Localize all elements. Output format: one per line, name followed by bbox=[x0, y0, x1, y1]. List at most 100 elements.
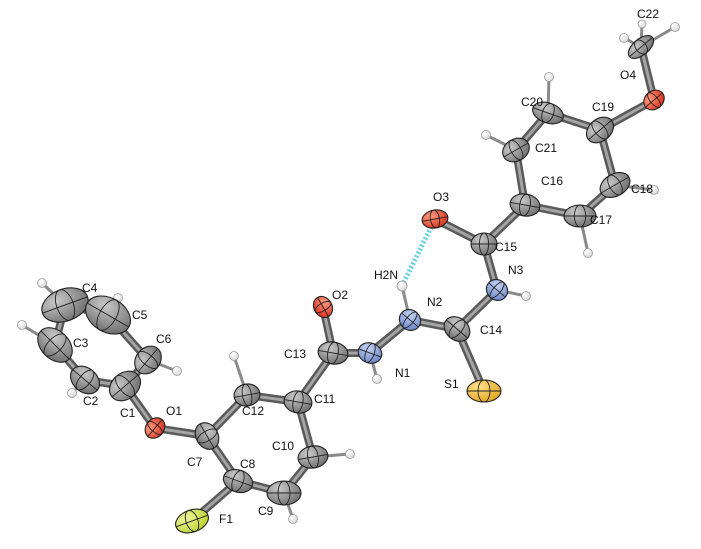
atom-label-c3: C3 bbox=[73, 336, 89, 350]
ellipsoid-ring-c19 bbox=[591, 120, 609, 140]
atom-label-n2: N2 bbox=[427, 295, 443, 309]
ellipsoid-axis-c20 bbox=[532, 107, 564, 119]
ellipsoid-ring-c7 bbox=[196, 428, 218, 444]
hydrogen-atom-h-c2 bbox=[67, 388, 77, 398]
hydrogen-atom-h-c17 bbox=[583, 248, 593, 258]
atom-label-s1: S1 bbox=[444, 377, 459, 391]
atom-c7 bbox=[194, 422, 220, 450]
atom-label-c8: C8 bbox=[240, 457, 256, 471]
hydrogen-atom-h-c6 bbox=[172, 366, 182, 376]
ellipsoid-axis-c8 bbox=[223, 475, 253, 487]
atom-c16 bbox=[509, 193, 541, 217]
hydrogen-atom-h-c22b bbox=[670, 22, 680, 32]
atom-label-c12: C12 bbox=[242, 404, 264, 418]
atom-c6 bbox=[134, 345, 162, 375]
hydrogen-atom-h-c12 bbox=[229, 351, 239, 361]
ellipsoid-ring-c3 bbox=[43, 333, 67, 357]
ellipsoid-ring-s1 bbox=[477, 379, 491, 403]
ellipsoid-axis-n2 bbox=[401, 312, 419, 328]
atom-label-c1: C1 bbox=[120, 406, 136, 420]
hydrogen-bond-h2n-o3 bbox=[399, 217, 438, 288]
ellipsoid-ring-n2 bbox=[402, 311, 418, 329]
atom-n2 bbox=[398, 309, 422, 331]
atom-label-c7: C7 bbox=[187, 455, 203, 469]
atom-c1 bbox=[108, 370, 142, 402]
ellipsoid-axis-o1 bbox=[147, 419, 163, 437]
atom-label-c13: C13 bbox=[284, 347, 306, 361]
atom-c19 bbox=[585, 116, 615, 144]
atom-label-c5: C5 bbox=[132, 308, 148, 322]
ellipsoid-axis-c11 bbox=[284, 399, 312, 405]
ellipsoid-axis-n3 bbox=[488, 282, 506, 298]
atom-c20 bbox=[532, 101, 564, 125]
ellipsoid-ring-c11 bbox=[292, 390, 304, 414]
atom-label-o3: O3 bbox=[433, 190, 449, 204]
atom-label-c17: C17 bbox=[590, 213, 612, 227]
ellipsoid-axis-c22 bbox=[629, 37, 653, 57]
bond-layer bbox=[20, 22, 677, 525]
hydrogen-atom-h-c9 bbox=[288, 514, 298, 524]
ellipsoid-ring-c2 bbox=[75, 369, 95, 391]
atom-o1 bbox=[144, 417, 166, 439]
ellipsoid-ring-c20 bbox=[541, 102, 555, 124]
atom-n1 bbox=[357, 342, 383, 364]
ellipsoid-axis-c14 bbox=[445, 319, 469, 339]
atom-c12 bbox=[233, 383, 261, 407]
ellipsoid-axis-c18 bbox=[600, 176, 630, 194]
ellipsoid-axis-o3 bbox=[422, 216, 448, 222]
ellipsoid-axis-n1 bbox=[358, 348, 382, 358]
atom-o2 bbox=[312, 295, 334, 319]
atom-c11 bbox=[283, 390, 313, 414]
atom-label-c10: C10 bbox=[272, 439, 294, 453]
atom-label-c14: C14 bbox=[480, 323, 502, 337]
atom-c13 bbox=[317, 341, 349, 365]
ellipsoid-ring-c12 bbox=[241, 383, 253, 407]
atom-label-c18: C18 bbox=[631, 182, 653, 196]
atom-c3 bbox=[37, 327, 73, 363]
atom-c9 bbox=[266, 480, 302, 506]
ellipsoid-ring-c1 bbox=[115, 374, 135, 398]
atom-label-c16: C16 bbox=[541, 174, 563, 188]
hydrogen-atom-h-c20 bbox=[544, 72, 554, 82]
atom-label-n1: N1 bbox=[395, 366, 411, 380]
hydrogen-bond-layer bbox=[399, 217, 438, 288]
atom-label-o2: O2 bbox=[332, 288, 348, 302]
atom-label-c20: C20 bbox=[521, 95, 543, 109]
atom-label-c4: C4 bbox=[82, 281, 98, 295]
ellipsoid-axis-c10 bbox=[298, 453, 328, 461]
ellipsoid-axis-c1 bbox=[111, 374, 139, 398]
atom-label-f1: F1 bbox=[219, 512, 233, 526]
ellipsoid-ring-n3 bbox=[489, 281, 505, 299]
ellipsoid-axis-c4 bbox=[42, 296, 88, 314]
atom-n3 bbox=[485, 279, 509, 301]
atom-c2 bbox=[69, 365, 101, 395]
atom-label-c15: C15 bbox=[495, 240, 517, 254]
ellipsoid-axis-c12 bbox=[234, 392, 260, 398]
ellipsoid-ring-c21 bbox=[508, 139, 524, 161]
hydrogen-atom-h-c4 bbox=[37, 278, 47, 288]
atom-c18 bbox=[599, 172, 631, 198]
atom-c22 bbox=[627, 35, 655, 59]
ellipsoid-ring-o4 bbox=[647, 92, 661, 108]
atom-c5 bbox=[84, 295, 132, 335]
hydrogen-atom-h-c18 bbox=[649, 185, 659, 195]
atom-o4 bbox=[643, 89, 665, 111]
hydrogen-atom-h-n3 bbox=[521, 291, 531, 301]
ellipsoid-axis-c19 bbox=[588, 120, 612, 140]
ellipsoid-axis-c5 bbox=[86, 302, 130, 328]
ellipsoid-ring-c5 bbox=[96, 299, 120, 331]
atom-label-c2: C2 bbox=[83, 394, 99, 408]
ellipsoid-ring-c13 bbox=[327, 341, 339, 365]
ellipsoid-axis-c7 bbox=[199, 423, 215, 449]
atom-c15 bbox=[470, 232, 498, 256]
ellipsoid-ring-c4 bbox=[54, 289, 76, 321]
atom-label-o1: O1 bbox=[166, 404, 182, 418]
hydrogen-atom-layer bbox=[17, 19, 680, 524]
ellipsoid-ring-c18 bbox=[607, 174, 623, 196]
atom-c10 bbox=[297, 445, 329, 469]
ellipsoid-axis-f1 bbox=[175, 514, 209, 528]
ellipsoid-axis-c21 bbox=[503, 142, 529, 158]
